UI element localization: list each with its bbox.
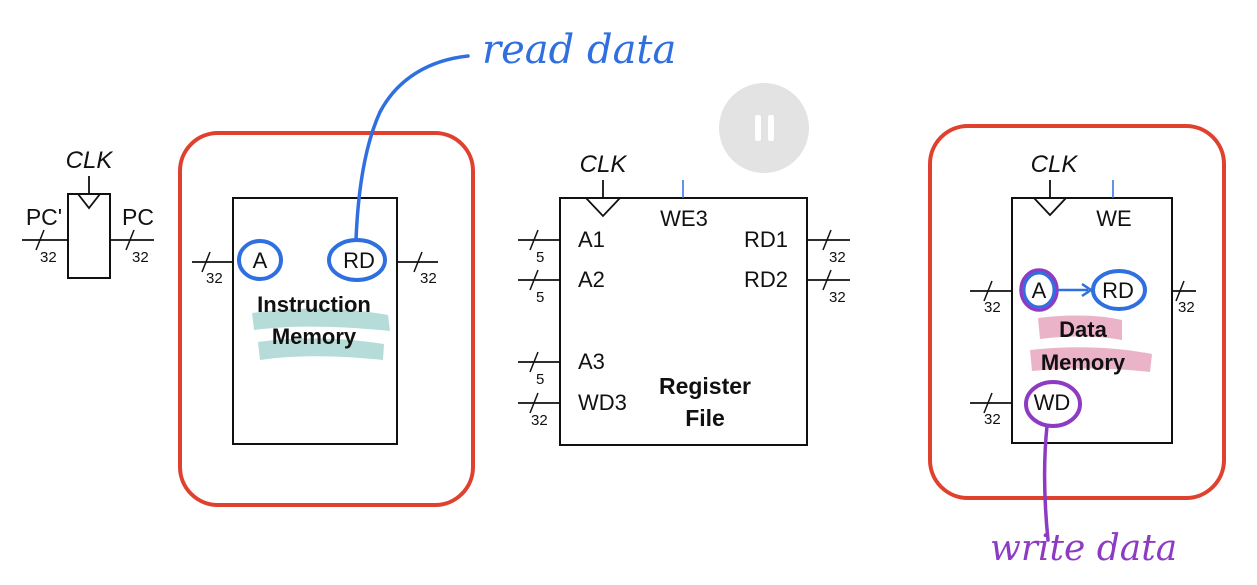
pause-icon — [755, 115, 774, 141]
clock-triangle-icon — [585, 197, 621, 218]
dmem-title-line2: Memory — [1041, 350, 1126, 375]
regfile-title-line1: Register — [659, 373, 751, 399]
dmem-wd-width: 32 — [984, 411, 1001, 428]
regfile-wd3-width: 32 — [531, 412, 548, 429]
dmem-clk-label: CLK — [1031, 151, 1079, 178]
regfile-rd1: RD1 — [744, 227, 788, 252]
register-file: CLK WE3 A1 A2 A3 WD3 RD1 RD2 Register Fi… — [518, 151, 850, 446]
dmem-port-a: A — [1032, 278, 1047, 303]
regfile-a3-width: 5 — [536, 371, 544, 388]
clock-triangle-icon — [77, 193, 101, 210]
data-memory-box — [1011, 197, 1173, 444]
regfile-a1-width: 5 — [536, 249, 544, 266]
regfile-rd2: RD2 — [744, 267, 788, 292]
dmem-title-line1: Data — [1059, 317, 1107, 342]
regfile-title-line2: File — [685, 405, 725, 431]
read-data-annotation: read data — [482, 27, 676, 73]
regfile-a2: A2 — [578, 267, 605, 292]
clock-triangle-icon — [1033, 197, 1067, 217]
dmem-a-width: 32 — [984, 299, 1001, 316]
dmem-rd-width: 32 — [1178, 299, 1195, 316]
dmem-port-rd: RD — [1102, 278, 1134, 303]
imem-in-width: 32 — [206, 270, 223, 287]
pc-output-label: PC — [122, 204, 154, 230]
regfile-rd1-width: 32 — [829, 249, 846, 266]
imem-port-a: A — [253, 248, 268, 273]
regfile-a1: A1 — [578, 227, 605, 252]
pc-input-width: 32 — [40, 249, 57, 266]
instruction-memory-box — [232, 197, 398, 445]
regfile-we3: WE3 — [660, 206, 708, 231]
regfile-clk-label: CLK — [580, 151, 628, 178]
write-data-annotation: write data — [990, 528, 1177, 569]
instruction-memory-highlight-box — [178, 131, 475, 507]
regfile-a3: A3 — [578, 349, 605, 374]
pc-clk-label: CLK — [66, 147, 114, 174]
dmem-port-wd: WD — [1034, 390, 1071, 415]
pc-register: CLK PC' PC 32 32 — [22, 147, 154, 279]
regfile-rd2-width: 32 — [829, 289, 846, 306]
imem-out-width: 32 — [420, 270, 437, 287]
imem-port-rd: RD — [343, 248, 375, 273]
pc-input-label: PC' — [26, 204, 62, 230]
imem-title-line1: Instruction — [257, 292, 371, 317]
pause-button[interactable] — [719, 83, 809, 173]
register-file-box — [559, 197, 808, 446]
pc-output-width: 32 — [132, 249, 149, 266]
data-memory-highlight-box — [928, 124, 1226, 500]
regfile-wd3: WD3 — [578, 390, 627, 415]
regfile-a2-width: 5 — [536, 289, 544, 306]
instruction-memory: 32 32 A RD Instruction Memory read data — [178, 27, 676, 507]
dmem-we: WE — [1096, 206, 1131, 231]
imem-title-line2: Memory — [272, 324, 357, 349]
data-memory: CLK WE A RD WD Data Memory 32 32 32 writ… — [928, 124, 1226, 569]
